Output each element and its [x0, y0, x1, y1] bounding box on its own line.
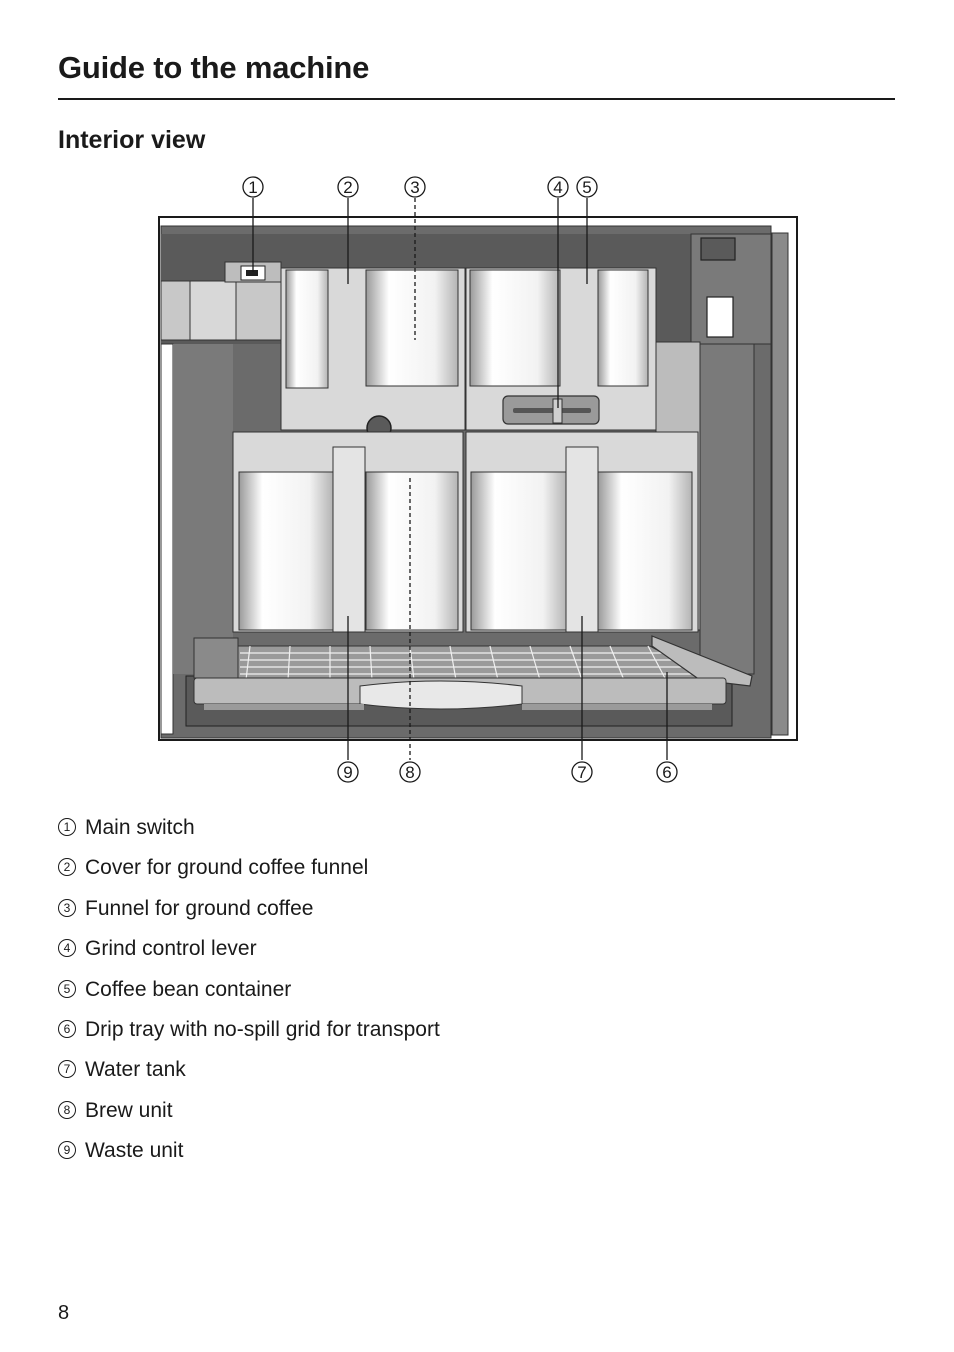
legend-item: 9 Waste unit: [58, 1139, 440, 1179]
legend-item: 3 Funnel for ground coffee: [58, 897, 440, 937]
legend-item: 1 Main switch: [58, 816, 440, 856]
legend-label: Main switch: [85, 816, 195, 839]
legend-item: 8 Brew unit: [58, 1099, 440, 1139]
svg-text:8: 8: [405, 763, 414, 782]
svg-text:2: 2: [343, 178, 352, 197]
svg-text:9: 9: [343, 763, 352, 782]
svg-text:5: 5: [582, 178, 591, 197]
legend-number: 8: [58, 1100, 76, 1119]
callout-7: 7: [571, 761, 593, 783]
svg-text:3: 3: [410, 178, 419, 197]
callout-4: 4: [547, 176, 569, 198]
legend-number: 9: [58, 1141, 76, 1160]
machine-interior-illustration: 1 2 3 4 5 9 8 7: [158, 176, 798, 783]
legend-number: 4: [58, 939, 76, 958]
legend-label: Water tank: [85, 1058, 186, 1082]
legend-item: 7 Water tank: [58, 1058, 440, 1098]
svg-text:4: 4: [553, 178, 562, 197]
legend-item: 5 Coffee bean container: [58, 978, 440, 1018]
callout-3: 3: [404, 176, 426, 198]
legend-label: Funnel for ground coffee: [85, 896, 314, 920]
page-title: Guide to the machine: [58, 50, 370, 85]
legend-label: Waste unit: [85, 1139, 184, 1163]
legend-item: 2 Cover for ground coffee funnel: [58, 856, 440, 896]
callout-6: 6: [656, 761, 678, 783]
callout-5: 5: [576, 176, 598, 198]
legend-number: 5: [58, 979, 76, 998]
drip-tray-grid: [240, 645, 700, 681]
legend-number: 3: [58, 898, 76, 917]
callouts-top: 1 2 3 4 5: [242, 176, 598, 198]
callouts-bottom: 9 8 7 6: [337, 761, 678, 783]
title-divider: [58, 98, 895, 100]
legend-number: 7: [58, 1060, 76, 1079]
legend-label: Brew unit: [85, 1098, 173, 1122]
section-title: Interior view: [58, 126, 206, 154]
callout-8: 8: [399, 761, 421, 783]
callout-9: 9: [337, 761, 359, 783]
svg-text:7: 7: [577, 763, 586, 782]
legend-list: 1 Main switch 2 Cover for ground coffee …: [58, 816, 440, 1180]
svg-text:1: 1: [248, 178, 257, 197]
legend-number: 1: [58, 818, 76, 836]
svg-text:6: 6: [662, 763, 671, 782]
legend-item: 4 Grind control lever: [58, 937, 440, 977]
callout-2: 2: [337, 176, 359, 198]
page-number: 8: [58, 1302, 70, 1324]
legend-label: Cover for ground coffee funnel: [85, 856, 369, 880]
legend-item: 6 Drip tray with no-spill grid for trans…: [58, 1018, 440, 1058]
legend-number: 6: [58, 1019, 76, 1038]
legend-label: Drip tray with no-spill grid for transpo…: [85, 1017, 440, 1041]
legend-label: Grind control lever: [85, 937, 257, 961]
legend-label: Coffee bean container: [85, 977, 292, 1001]
callout-1: 1: [242, 176, 264, 198]
legend-number: 2: [58, 858, 76, 877]
